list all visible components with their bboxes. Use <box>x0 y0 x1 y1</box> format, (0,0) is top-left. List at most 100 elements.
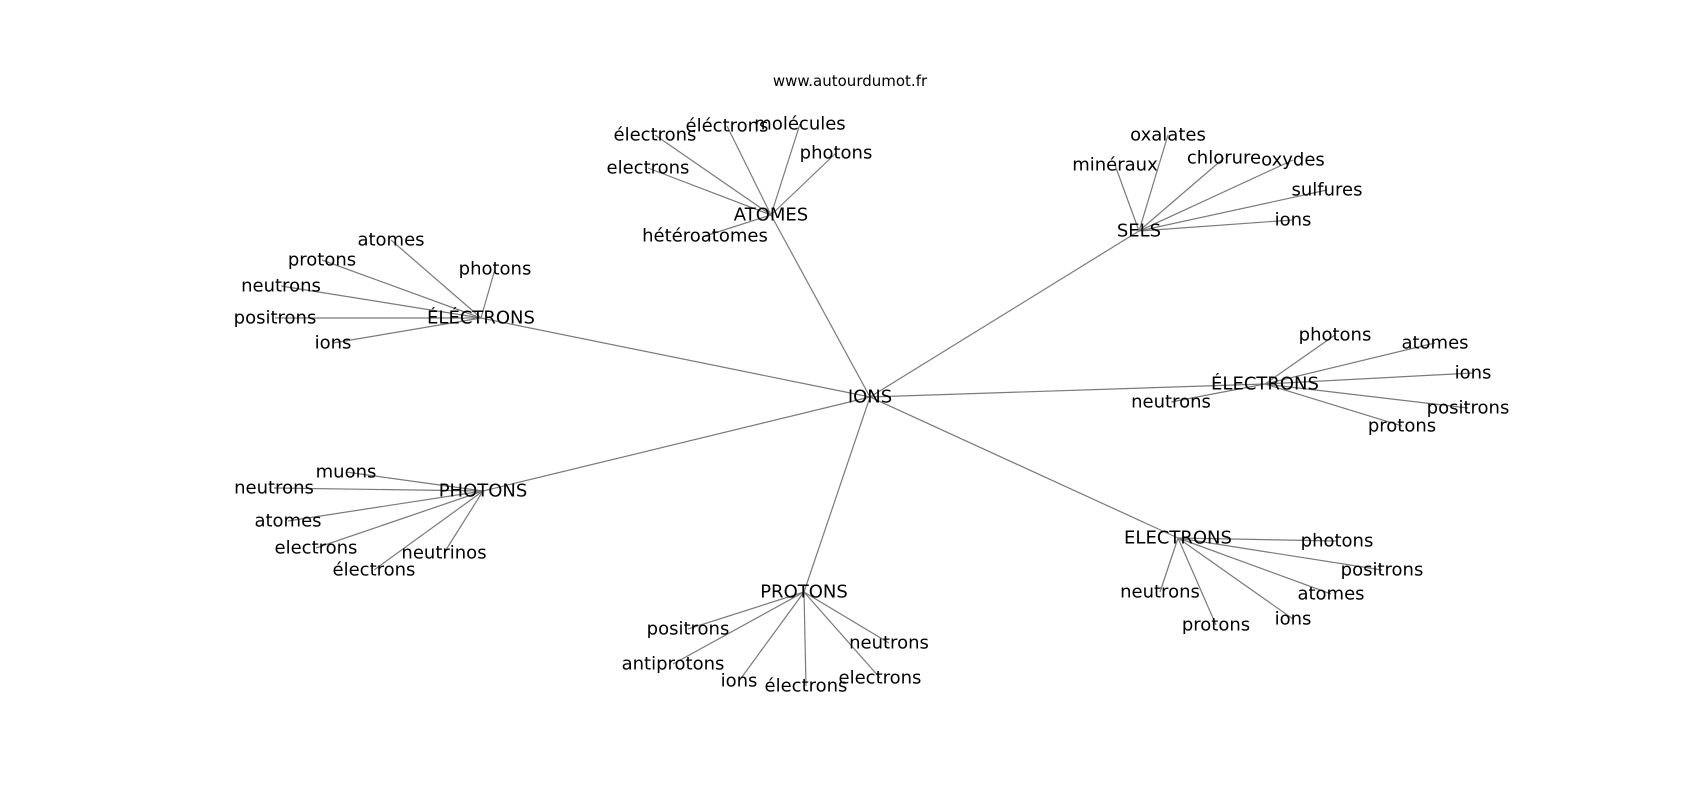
edge-hub-to-leaf <box>321 259 482 319</box>
edge-hub-to-leaf <box>1177 537 1332 595</box>
leaf-node-label: sulfures <box>1292 180 1363 201</box>
edge-hub-to-leaf <box>770 152 837 216</box>
leaf-node-label: positrons <box>647 619 730 640</box>
leaf-node-label: neutrons <box>849 633 929 654</box>
edge-hub-to-leaf <box>1138 219 1294 232</box>
leaf-node-label: ions <box>1275 210 1312 231</box>
center-node-label: IONS <box>848 387 892 408</box>
edge-hub-to-leaf <box>647 167 772 216</box>
leaf-node-label: atomes <box>1297 584 1364 605</box>
leaf-node-label: electrons <box>607 158 690 179</box>
leaf-node-label: electrons <box>839 668 922 689</box>
leaf-node-label: protons <box>1182 615 1250 636</box>
edge-hub-to-leaf <box>315 490 484 549</box>
edge-hub-to-leaf <box>726 125 772 216</box>
edge-hub-to-leaf <box>803 591 890 644</box>
edge-center-to-hub <box>770 214 871 398</box>
edge-hub-to-leaf <box>287 490 484 522</box>
leaf-node-label: electrons <box>275 538 358 559</box>
leaf-node-label: positrons <box>1427 398 1510 419</box>
edge-hub-to-leaf <box>332 317 482 344</box>
leaf-node-label: chlorure <box>1187 148 1261 169</box>
hub-node-label: ELECTRONS <box>1124 528 1232 549</box>
hub-node-label: ATOMES <box>734 205 808 226</box>
edge-hub-to-leaf <box>373 490 484 571</box>
leaf-node-label: photons <box>459 259 532 280</box>
leaf-node-label: ions <box>1275 609 1312 630</box>
edge-hub-to-leaf <box>803 591 881 679</box>
leaf-node-label: ions <box>1455 363 1492 384</box>
leaf-node-label: photons <box>1301 531 1374 552</box>
leaf-node-label: ions <box>721 671 758 692</box>
leaf-node-label: positrons <box>234 308 317 329</box>
leaf-node-label: neutrons <box>1131 392 1211 413</box>
edge-hub-to-leaf <box>1264 334 1336 385</box>
leaf-node-label: neutrinos <box>401 543 486 564</box>
edge-hub-to-leaf <box>273 487 484 492</box>
leaf-node-label: photons <box>1299 325 1372 346</box>
edge-hub-to-leaf <box>704 214 772 237</box>
edge-hub-to-leaf <box>390 239 482 319</box>
hub-node-label: PROTONS <box>760 582 848 603</box>
edge-hub-to-leaf <box>1138 159 1294 232</box>
edge-hub-to-leaf <box>672 591 805 665</box>
edge-center-to-hub <box>869 396 1179 539</box>
leaf-node-label: positrons <box>1341 560 1424 581</box>
edge-hub-to-leaf <box>654 134 772 216</box>
edge-hub-to-leaf <box>738 591 805 682</box>
watermark-url: www.autourdumot.fr <box>772 72 928 90</box>
leaf-node-label: photons <box>800 143 873 164</box>
leaf-node-label: neutrons <box>1120 582 1200 603</box>
edge-hub-to-leaf <box>1138 134 1169 232</box>
edge-hub-to-leaf <box>1264 372 1474 385</box>
leaf-node-label: éléctrons <box>686 116 769 137</box>
edge-hub-to-leaf <box>480 268 496 319</box>
hub-node-label: ÉLÉCTRONS <box>427 307 535 329</box>
leaf-node-label: protons <box>1368 416 1436 437</box>
edge-center-to-hub <box>803 396 871 593</box>
edge-hub-to-leaf <box>1264 383 1469 409</box>
edge-hub-to-leaf <box>1264 342 1436 385</box>
edge-hub-to-leaf <box>1177 537 1383 571</box>
leaf-node-label: protons <box>288 250 356 271</box>
edge-hub-to-leaf <box>1159 537 1179 593</box>
edge-center-to-hub <box>482 396 871 492</box>
leaf-node-label: électrons <box>614 125 697 146</box>
leaf-node-label: neutrons <box>234 478 314 499</box>
leaf-node-label: molécules <box>754 114 845 135</box>
leaf-node-label: minéraux <box>1072 155 1158 176</box>
edge-center-to-hub <box>480 317 871 398</box>
leaf-node-label: muons <box>316 462 377 483</box>
leaf-node-label: électrons <box>765 676 848 697</box>
leaf-node-label: électrons <box>333 560 416 581</box>
graph-edges <box>273 123 1474 687</box>
leaf-node-label: neutrons <box>241 276 321 297</box>
edge-hub-to-leaf <box>1138 157 1225 232</box>
leaf-node-label: oxalates <box>1130 125 1206 146</box>
edge-hub-to-leaf <box>345 471 484 492</box>
hub-node-label: SELS <box>1117 221 1161 242</box>
edge-hub-to-leaf <box>687 591 805 630</box>
edge-hub-to-leaf <box>1177 537 1217 626</box>
leaf-node-label: ions <box>315 333 352 354</box>
leaf-node-label: hétéroatomes <box>642 226 768 247</box>
leaf-node-label: oxydes <box>1261 150 1325 171</box>
hub-node-label: PHOTONS <box>439 481 528 502</box>
leaf-node-label: atomes <box>357 230 424 251</box>
edge-hub-to-leaf <box>1138 189 1328 232</box>
edge-hub-to-leaf <box>443 490 484 554</box>
edge-hub-to-leaf <box>1114 164 1140 232</box>
leaf-node-label: atomes <box>1401 333 1468 354</box>
leaf-node-label: atomes <box>254 511 321 532</box>
edge-center-to-hub <box>869 383 1266 398</box>
edge-hub-to-leaf <box>280 285 482 319</box>
edge-hub-to-leaf <box>1264 383 1403 427</box>
edge-hub-to-leaf <box>770 123 801 216</box>
leaf-node-label: antiprotons <box>622 654 725 675</box>
edge-hub-to-leaf <box>1177 537 1338 542</box>
graph-labels: IONSATOMESélectronséléctronsmoléculespho… <box>234 114 1510 697</box>
edge-center-to-hub <box>869 230 1140 398</box>
edge-hub-to-leaf <box>1177 537 1294 620</box>
hub-node-label: ÉLECTRONS <box>1211 373 1319 395</box>
